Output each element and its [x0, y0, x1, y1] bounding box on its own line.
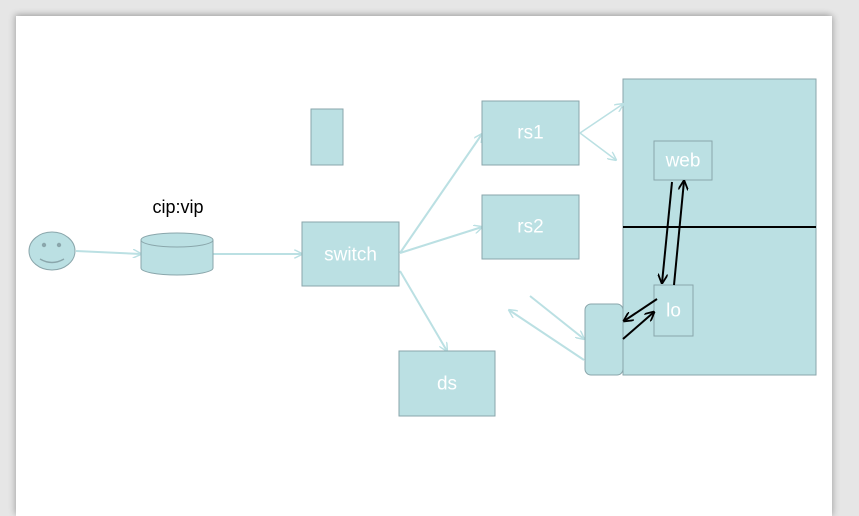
- edge-incoming-to-interface: [529, 295, 584, 339]
- switch-label: switch: [324, 245, 377, 266]
- edge-user-to-vip: [75, 251, 141, 254]
- small-box[interactable]: [310, 108, 344, 166]
- interface-box[interactable]: [584, 303, 624, 376]
- rs1-node[interactable]: rs1: [481, 100, 580, 166]
- web-node[interactable]: web: [653, 140, 713, 181]
- vip-caption: cip:vip: [152, 197, 203, 217]
- rs2-node[interactable]: rs2: [481, 194, 580, 260]
- edge-lo-to-web: [673, 181, 684, 286]
- lo-node[interactable]: lo: [653, 284, 694, 337]
- edge-web-to-lo: [662, 181, 673, 283]
- edge-rs1-to-host-upper: [579, 104, 623, 134]
- user-smiley-icon[interactable]: [28, 231, 76, 271]
- edge-interface-to-outgoing: [509, 310, 585, 361]
- edge-switch-to-rs1: [399, 134, 482, 254]
- edge-lo-to-interface: [624, 298, 658, 321]
- edge-switch-to-ds: [399, 270, 447, 351]
- edge-switch-to-rs2: [399, 227, 482, 254]
- ds-label: ds: [437, 374, 457, 395]
- rs1-label: rs1: [517, 123, 543, 144]
- edge-rs1-to-host-lower: [579, 132, 616, 160]
- edge-interface-to-lo: [622, 312, 654, 340]
- ds-node[interactable]: ds: [398, 350, 496, 417]
- switch-node[interactable]: switch: [301, 221, 400, 287]
- lo-label: lo: [666, 301, 681, 322]
- vip-cylinder[interactable]: [140, 232, 214, 276]
- web-label: web: [665, 151, 701, 172]
- rs2-label: rs2: [517, 217, 543, 238]
